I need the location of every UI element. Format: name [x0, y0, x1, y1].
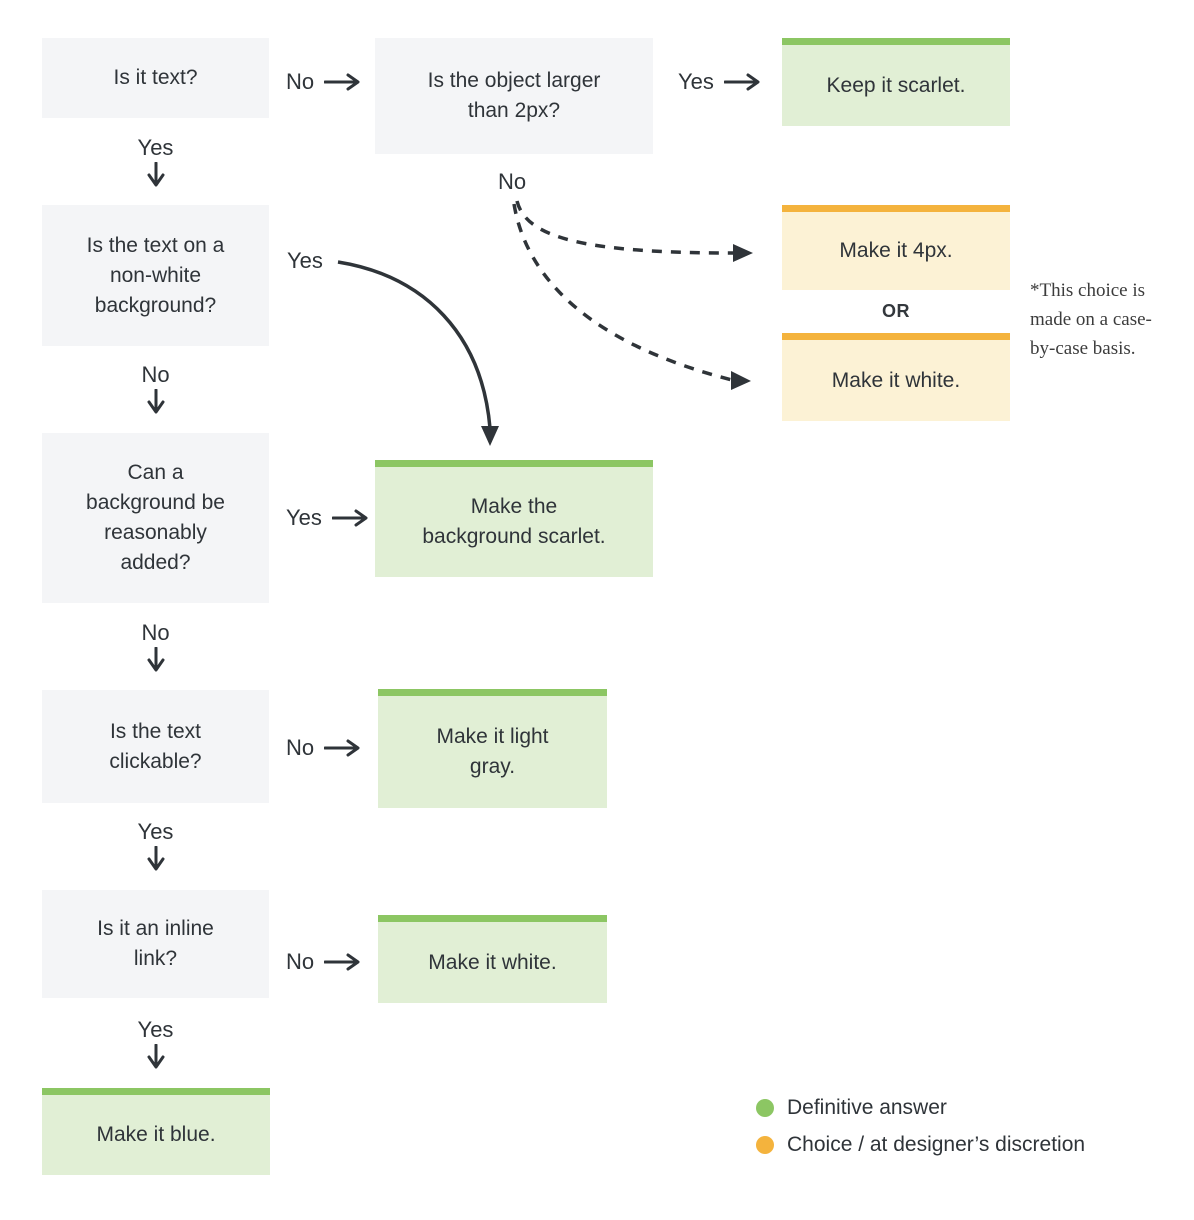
- edge-yes-2: Yes: [42, 820, 269, 874]
- node-a-make-it-4px: Make it 4px.: [782, 205, 1010, 290]
- node-a-make-it-white-choice: Make it white.: [782, 333, 1010, 421]
- edge-no-mid2: No: [286, 950, 366, 974]
- arrow-right-icon: [331, 509, 368, 527]
- edge-label-yes: Yes: [286, 505, 322, 530]
- legend-label-definitive: Definitive answer: [787, 1096, 947, 1119]
- arrow-down-icon: [147, 389, 164, 414]
- edge-label-no: No: [286, 735, 315, 760]
- node-q-text-clickable: Is the text clickable?: [42, 690, 269, 803]
- node-a-keep-it-scarlet: Keep it scarlet.: [782, 38, 1010, 126]
- arrow-down-icon: [147, 647, 164, 672]
- dashed-curve-arrow-top-icon: [515, 200, 753, 262]
- legend-item-choice: Choice / at designer’s discretion: [756, 1133, 1085, 1157]
- arrow-right-icon: [324, 73, 360, 91]
- node-a-make-it-light-gray: Make it light gray.: [378, 689, 607, 808]
- edge-label-no: No: [141, 620, 170, 645]
- legend-dot-definitive-icon: [756, 1099, 774, 1117]
- edge-label-no: No: [286, 949, 315, 974]
- node-q-background-added: Can a background be reasonably added?: [42, 433, 269, 603]
- legend-label-choice: Choice / at designer’s discretion: [787, 1133, 1086, 1156]
- arrow-down-icon: [147, 1044, 164, 1069]
- edge-yes-mid: Yes: [286, 506, 374, 530]
- legend-dot-choice-icon: [756, 1136, 774, 1154]
- node-a-make-it-blue: Make it blue.: [42, 1088, 270, 1175]
- node-a-make-it-white: Make it white.: [378, 915, 607, 1003]
- node-q-nonwhite-background: Is the text on a non-white background?: [42, 205, 269, 346]
- node-q-is-it-text: Is it text?: [42, 38, 269, 118]
- or-label: OR: [882, 301, 910, 321]
- edge-label-no: No: [286, 69, 315, 94]
- edge-yes-3: Yes: [42, 1018, 269, 1072]
- arrow-right-icon: [324, 953, 360, 971]
- arrow-down-icon: [147, 846, 164, 871]
- arrow-right-icon: [324, 739, 360, 757]
- edge-no-2: No: [42, 621, 269, 675]
- edge-label-yes: Yes: [678, 69, 714, 94]
- edge-label-yes: Yes: [137, 819, 174, 844]
- edge-label-yes: Yes: [137, 1017, 174, 1042]
- node-q-inline-link: Is it an inline link?: [42, 890, 269, 998]
- node-a-make-background-scarlet: Make the background scarlet.: [375, 460, 653, 577]
- legend: Definitive answer Choice / at designer’s…: [756, 1096, 1085, 1157]
- dashed-curve-arrow-bottom-icon: [512, 203, 751, 390]
- edge-yes-1: Yes: [42, 136, 269, 190]
- node-q-object-larger-2px: Is the object larger than 2px?: [375, 38, 653, 154]
- edge-label-yes: Yes: [137, 135, 174, 160]
- solid-curve-arrow-icon: [337, 260, 499, 446]
- footnote: *This choice is made on a case- by-case …: [1030, 280, 1152, 359]
- edge-label-no: No: [141, 362, 170, 387]
- legend-item-definitive: Definitive answer: [756, 1096, 1085, 1120]
- arrow-right-icon: [723, 73, 760, 91]
- edge-label-no-dashed: No: [498, 169, 527, 194]
- arrow-down-icon: [147, 162, 164, 187]
- edge-label-yes-curve: Yes: [287, 248, 323, 273]
- edge-no-mid1: No: [286, 736, 366, 760]
- edge-no-top: No: [286, 70, 366, 94]
- edge-yes-top: Yes: [678, 70, 766, 94]
- edge-no-1: No: [42, 363, 269, 417]
